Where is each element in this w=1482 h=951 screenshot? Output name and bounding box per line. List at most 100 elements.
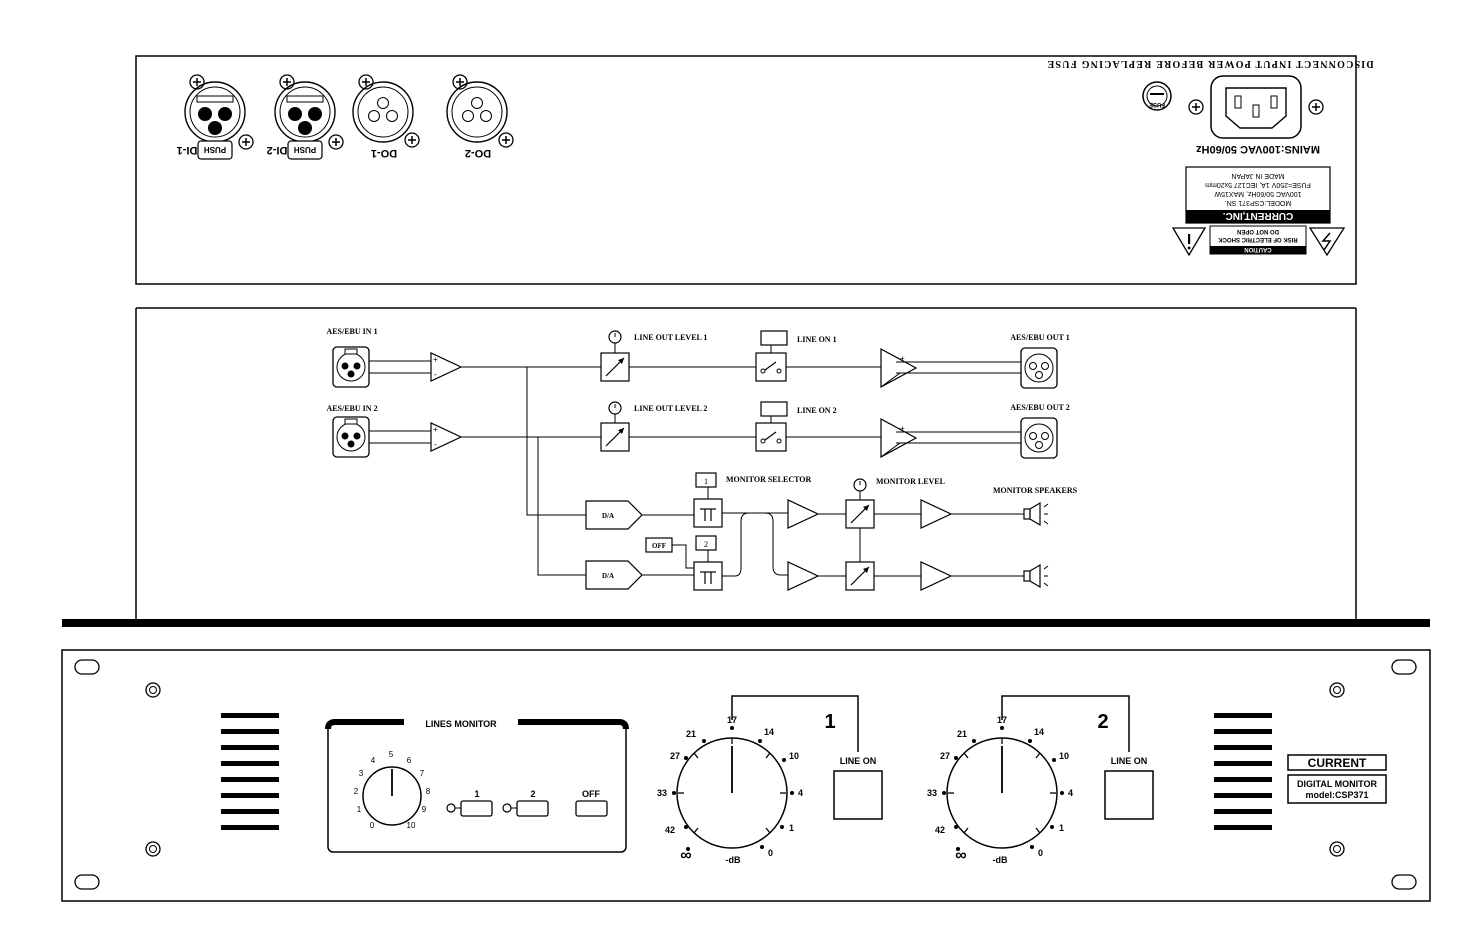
monitor-off-button[interactable] [575,800,608,817]
brand-name: CURRENT [1308,756,1367,770]
atten1-inf: ∞ [680,847,691,864]
amp1-plus: + [433,355,438,364]
atten2-21: 21 [957,729,967,739]
atten1-4: 4 [798,788,803,798]
da-converter-2: D/A [585,560,643,590]
output-driver-1: + [880,347,1021,389]
led-1 [446,803,456,813]
block-diagram: AES/EBU IN 1 AES/EBU IN 2 + - + - LINE O… [135,307,1357,621]
switch-line-on-1 [755,352,787,382]
channel-2-section: 2 ∞ 42 33 [927,695,1154,865]
out2-plus: + [900,424,905,433]
monitor-button-1[interactable] [460,800,493,817]
label-line-on-1: LINE ON 1 [797,335,837,344]
atten2-10: 10 [1059,751,1069,761]
channel-1-number: 1 [824,711,835,733]
product-name: DIGITAL MONITOR [1297,779,1377,789]
small-knob-scale: 0 1 2 3 4 5 6 7 8 9 10 [354,750,431,830]
line-on-button-2[interactable] [1104,770,1154,820]
label-monitor-speakers: MONITOR SPEAKERS [993,486,1078,495]
caution-label: CAUTION RISK OF ELECTRIC SHOCK DO NOT OP… [1209,225,1307,255]
da-converter-1: D/A [585,500,643,530]
output-driver-2: + [880,417,1021,459]
line-on-label-1: LINE ON [840,756,877,766]
input-connector-1 [332,346,370,388]
atten2-4: 4 [1068,788,1073,798]
atten2-27: 27 [940,751,950,761]
mains-label: MAINS:100VAC 50/60Hz [1196,143,1320,155]
atten1-14: 14 [764,727,774,737]
atten1-1: 1 [789,823,794,833]
line-out-level-knob-2[interactable] [946,737,1058,849]
small-scale-0: 0 [370,821,375,830]
atten2-14: 14 [1034,727,1044,737]
vca-line-out-1 [600,352,630,382]
switch-line-on-2 [755,422,787,452]
amp1-minus: - [434,370,437,379]
input-connector-2 [332,416,370,458]
small-scale-10: 10 [407,821,416,830]
lines-monitor-section: LINES MONITOR 0 1 2 3 4 5 6 7 8 9 10 [325,717,629,853]
fuse-holder: FUSE [1142,81,1172,111]
small-scale-1: 1 [357,805,362,814]
monitor-button-2[interactable] [516,800,549,817]
speaker-1-icon [1023,502,1049,526]
label-in-2: AES/EBU IN 2 [326,404,377,413]
rating-plate: CURRENT,INC. MODEL:CSP371 SN. 100VAC 50/… [1185,166,1331,224]
small-scale-9: 9 [422,805,427,814]
atten1-21: 21 [686,729,696,739]
caution-line1: RISK OF ELECTRIC SHOCK [1218,236,1298,242]
speaker-amp-2 [920,561,952,591]
connector-label-di-2: DI-2 [267,144,288,156]
small-scale-4: 4 [371,756,376,765]
label-line-out-level-1: LINE OUT LEVEL 1 [634,333,707,342]
selector-switch-1 [693,498,723,528]
product-model: model:CSP371 [1305,790,1368,800]
monitor-amp-1 [787,499,819,529]
small-scale-5: 5 [389,750,394,759]
vent-right [1214,713,1272,830]
amp2-plus: + [433,425,438,434]
push-label-1: PUSH [204,145,226,154]
push-label-2: PUSH [294,145,316,154]
monitor-amp-2 [787,561,819,591]
speaker-amp-1 [920,499,952,529]
selector-switch-2 [693,561,723,591]
small-scale-2: 2 [354,787,359,796]
atten2-inf: ∞ [955,847,966,864]
label-line-on-2: LINE ON 2 [797,406,837,415]
atten1-42: 42 [665,825,675,835]
atten-scale-2: ∞ 42 33 27 21 17 14 10 4 1 0 [927,715,1073,865]
speaker-2-icon [1023,564,1049,588]
line-on-button-1[interactable] [833,770,883,820]
line-out-level-knob-1[interactable] [676,737,788,849]
atten1-27: 27 [670,751,680,761]
rear-panel: DISCONNECT INPUT POWER BEFORE REPLACING … [135,55,1374,285]
divider-bar [62,619,1430,627]
led-2 [502,803,512,813]
db-label-1: -dB [726,855,741,865]
monitor-level-knob[interactable] [362,766,422,826]
label-monitor-selector: MONITOR SELECTOR [726,475,812,484]
selector-1-label: 1 [704,477,708,486]
output-connector-2 [1020,417,1058,459]
fuse-label: FUSE [1149,101,1165,107]
front-panel: LINES MONITOR 0 1 2 3 4 5 6 7 8 9 10 [61,649,1431,902]
plate-model: MODEL:CSP371 SN. [1225,199,1292,206]
out1-plus: + [900,354,905,363]
off-switch-label: OFF [652,542,666,550]
db-label-2: -dB [993,855,1008,865]
monitor-off-label: OFF [582,789,600,799]
label-in-1: AES/EBU IN 1 [326,327,377,336]
lines-monitor-title: LINES MONITOR [425,719,497,729]
channel-1-section: 1 ∞ 42 33 [657,695,883,865]
atten-scale-1: ∞ 42 33 27 21 17 14 10 4 1 0 [657,715,803,865]
iec-power-inlet [1210,75,1302,139]
label-out-2: AES/EBU OUT 2 [1010,403,1069,412]
plate-brand: CURRENT,INC. [1223,210,1294,221]
vca-line-out-2 [600,422,630,452]
small-scale-7: 7 [420,769,425,778]
amp2-minus: - [434,440,437,449]
atten1-33: 33 [657,788,667,798]
